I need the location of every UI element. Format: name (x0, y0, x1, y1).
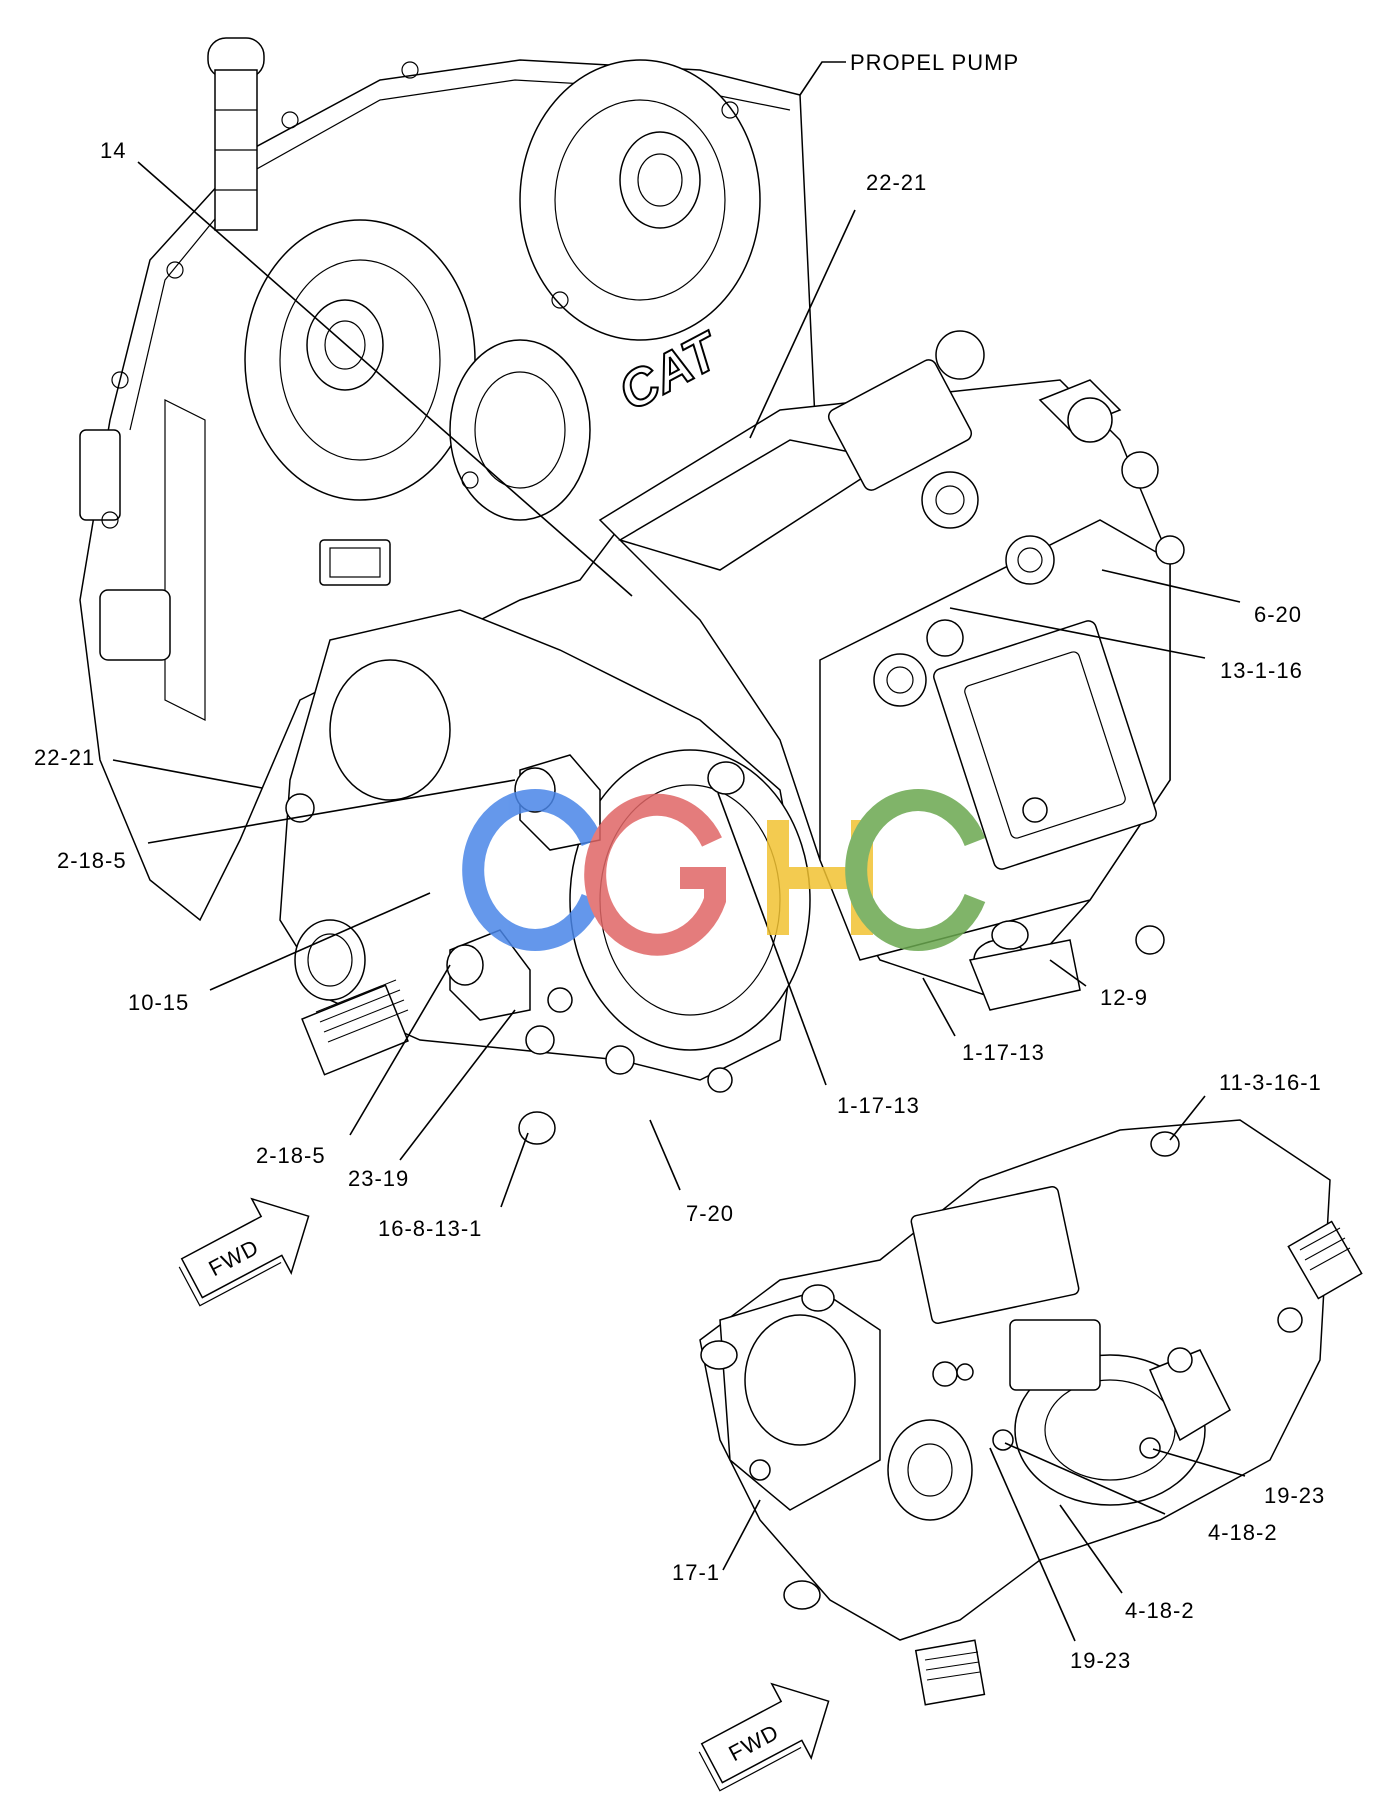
callout-2-18-5-a: 2-18-5 (57, 848, 127, 873)
cghc-watermark (462, 789, 986, 956)
callout-22-21-left: 22-21 (34, 745, 95, 770)
inset-pump-view (699, 1119, 1363, 1706)
callout-14: 14 (100, 138, 126, 163)
callout-12-9: 12-9 (1100, 985, 1148, 1010)
callout-1-17-13-a: 1-17-13 (962, 1040, 1045, 1065)
callout-19-23-a: 19-23 (1264, 1483, 1325, 1508)
callout-propel-pump: PROPEL PUMP (850, 50, 1019, 75)
callout-16-8-13-1: 16-8-13-1 (378, 1216, 482, 1241)
transmission-housing: CAT (79, 37, 816, 922)
callout-labels: PROPEL PUMP 14 22-21 6-20 13-1-16 22-21 … (34, 50, 1325, 1673)
callout-23-19: 23-19 (348, 1166, 409, 1191)
secondary-pump (279, 609, 811, 1145)
callout-19-23-b: 19-23 (1070, 1648, 1131, 1673)
callout-1-17-13-b: 1-17-13 (837, 1093, 920, 1118)
callout-4-18-2-a: 4-18-2 (1208, 1520, 1278, 1545)
callout-10-15: 10-15 (128, 990, 189, 1015)
propel-pump (598, 330, 1185, 1011)
leader-lines (112, 61, 1246, 1642)
callout-22-21-top: 22-21 (866, 170, 927, 195)
callout-4-18-2-b: 4-18-2 (1125, 1598, 1195, 1623)
callout-11-3-16-1: 11-3-16-1 (1219, 1070, 1322, 1095)
fwd-arrow-lower: FWD (698, 1682, 830, 1792)
callout-6-20: 6-20 (1254, 602, 1302, 627)
callout-2-18-5-b: 2-18-5 (256, 1143, 326, 1168)
fwd-arrow-upper: FWD (178, 1197, 310, 1307)
callout-7-20: 7-20 (686, 1201, 734, 1226)
callout-17-1: 17-1 (672, 1560, 720, 1585)
callout-13-1-16: 13-1-16 (1220, 658, 1303, 683)
